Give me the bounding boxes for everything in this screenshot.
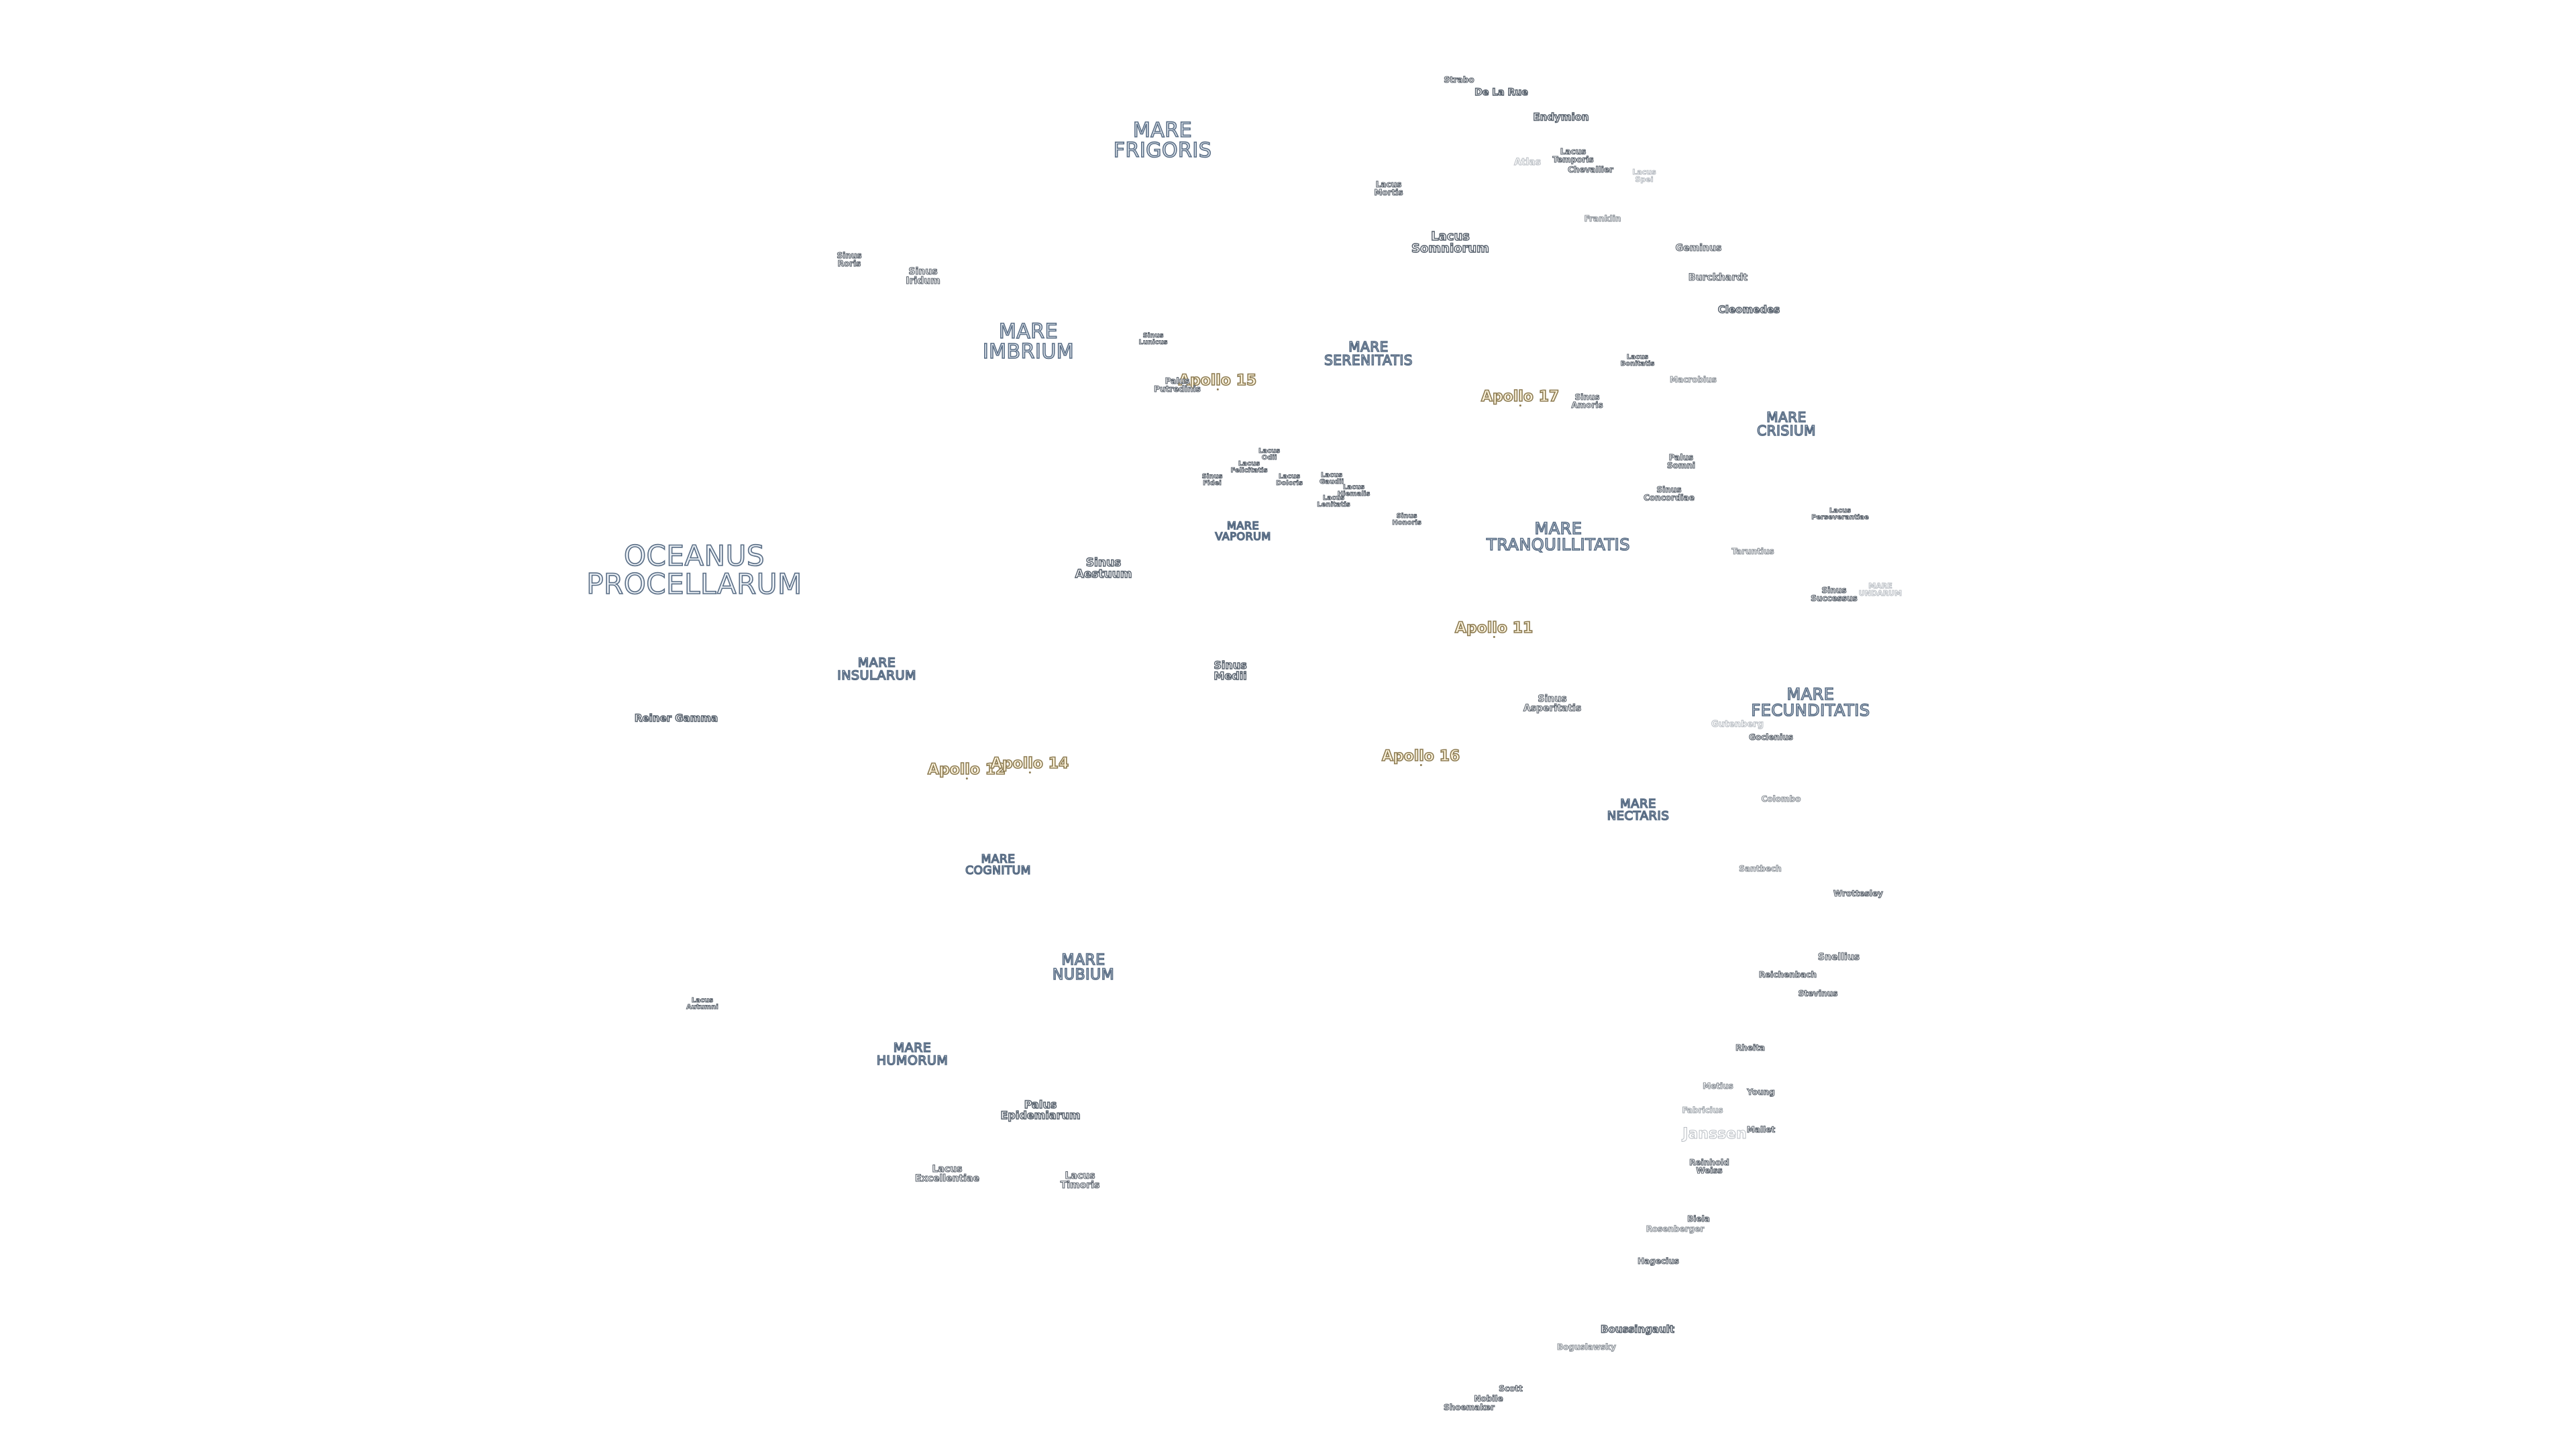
- label-mallet: Mallet: [1746, 1125, 1776, 1134]
- label-wrottesley: Wrottesley: [1833, 889, 1884, 898]
- label-macrobius: Macrobius: [1670, 375, 1717, 384]
- label-lacus-bonitatis: Lacus Bonitatis: [1620, 354, 1655, 368]
- label-sinus-medii: Sinus Medii: [1214, 659, 1248, 682]
- label-santbech: Santbech: [1739, 864, 1782, 873]
- label-reinhold-weiss: Reinhold Weiss: [1689, 1158, 1730, 1175]
- label-sinus-concordiae: Sinus Concordiae: [1644, 485, 1695, 502]
- label-young: Young: [1747, 1087, 1776, 1097]
- label-lacus-excellentiae: Lacus Excellentiae: [915, 1164, 980, 1184]
- label-mare-vaporum: MARE VAPORUM: [1215, 519, 1271, 543]
- label-endymion: Endymion: [1533, 111, 1590, 123]
- label-scott: Scott: [1499, 1384, 1523, 1393]
- label-mare-undarum: MARE UNDARUM: [1858, 582, 1902, 598]
- label-lacus-lenitatis: Lacus Lenitatis: [1317, 494, 1350, 508]
- label-apollo-11: Apollo 11: [1454, 620, 1534, 638]
- label-boguslawsky: Boguslawsky: [1556, 1342, 1616, 1352]
- label-franklin: Franklin: [1584, 214, 1621, 223]
- label-strabo: Strabo: [1444, 75, 1474, 85]
- label-chevallier: Chevallier: [1568, 165, 1614, 174]
- label-reiner-gamma: Reiner Gamma: [634, 712, 718, 724]
- label-lacus-perseverantiae: Lacus Perseverantiae: [1811, 507, 1870, 521]
- label-mare-imbrium: MARE IMBRIUM: [982, 320, 1075, 364]
- label-de-la-rue: De La Rue: [1474, 87, 1529, 98]
- label-fabricius: Fabricius: [1682, 1106, 1723, 1115]
- label-gutenberg: Gutenberg: [1711, 719, 1764, 730]
- label-lacus-doloris: Lacus Doloris: [1276, 473, 1303, 487]
- label-mare-nectaris: MARE NECTARIS: [1607, 797, 1670, 823]
- label-boussingault: Boussingault: [1600, 1323, 1674, 1336]
- label-mare-nubium: MARE NUBIUM: [1052, 952, 1115, 983]
- label-sinus-aestuum: Sinus Aestuum: [1075, 556, 1132, 581]
- label-sinus-successus: Sinus Successus: [1811, 586, 1858, 603]
- label-burckhardt: Burckhardt: [1688, 272, 1748, 283]
- label-mare-crisium: MARE CRISIUM: [1756, 409, 1816, 439]
- label-mare-cognitum: MARE COGNITUM: [965, 853, 1031, 877]
- label-sinus-amoris: Sinus Amoris: [1571, 392, 1603, 410]
- label-lacus-odii: Lacus Odii: [1258, 447, 1281, 462]
- label-shoemaker: Shoemaker: [1444, 1403, 1495, 1412]
- label-janssen: Janssen: [1682, 1126, 1747, 1142]
- label-apollo-14: Apollo 14: [990, 755, 1069, 773]
- label-sinus-fidei: Sinus Fidei: [1201, 473, 1223, 487]
- label-lacus-spei: Lacus Spei: [1632, 168, 1656, 184]
- label-oceanus-procellarum: OCEANUS PROCELLARUM: [586, 539, 802, 600]
- label-stevinus: Stevinus: [1798, 989, 1838, 998]
- label-mare-insularum: MARE INSULARUM: [837, 655, 916, 683]
- label-goclenius: Goclenius: [1749, 733, 1794, 742]
- label-apollo-12: Apollo 12: [927, 761, 1006, 780]
- label-rosenberger: Rosenberger: [1646, 1224, 1705, 1234]
- label-mare-serenitatis: MARE SERENITATIS: [1324, 339, 1413, 368]
- label-sinus-lunicus: Sinus Lunicus: [1138, 332, 1168, 346]
- label-sinus-honoris: Sinus Honoris: [1392, 513, 1422, 527]
- label-lacus-timoris: Lacus Timoris: [1060, 1171, 1100, 1191]
- label-apollo-16: Apollo 16: [1381, 748, 1460, 766]
- label-nobile: Nobile: [1474, 1394, 1503, 1403]
- label-lacus-autumni: Lacus Autumni: [686, 997, 719, 1011]
- label-reichenbach: Reichenbach: [1758, 970, 1817, 979]
- label-lacus-temporis: Lacus Temporis: [1552, 147, 1594, 164]
- label-palus-somni: Palus Somni: [1666, 453, 1696, 470]
- label-metius: Metius: [1703, 1081, 1734, 1091]
- label-biela: Biela: [1687, 1214, 1711, 1224]
- label-hagecius: Hagecius: [1638, 1256, 1680, 1266]
- label-lacus-gaudii: Lacus Gaudii: [1319, 472, 1344, 486]
- label-palus-epidemiarum: Palus Epidemiarum: [1000, 1098, 1081, 1122]
- label-palus-putredinis: Palus Putredinis: [1154, 376, 1201, 394]
- label-colombo: Colombo: [1761, 794, 1801, 804]
- label-sinus-roris: Sinus Roris: [837, 251, 862, 268]
- label-lacus-mortis: Lacus Mortis: [1374, 180, 1403, 197]
- label-mare-humorum: MARE HUMORUM: [876, 1040, 949, 1068]
- label-rheita: Rheita: [1735, 1043, 1766, 1053]
- label-apollo-15: Apollo 15: [1178, 372, 1257, 390]
- label-sinus-asperitatis: Sinus Asperitatis: [1523, 694, 1582, 714]
- label-taruntius: Taruntius: [1731, 547, 1774, 556]
- label-geminus: Geminus: [1675, 243, 1722, 254]
- label-lacus-somniorum: Lacus Somniorum: [1411, 229, 1489, 256]
- label-sinus-iridum: Sinus Iridum: [906, 266, 941, 286]
- label-lacus-felicitatis: Lacus Felicitatis: [1230, 460, 1268, 474]
- label-lacus-hiemalis: Lacus Hiemalis: [1337, 484, 1371, 498]
- label-snellius: Snellius: [1817, 952, 1860, 963]
- label-cleomedes: Cleomedes: [1717, 303, 1780, 316]
- label-mare-frigoris: MARE FRIGORIS: [1113, 119, 1212, 162]
- label-mare-fecunditatis: MARE FECUNDITATIS: [1751, 685, 1870, 720]
- label-apollo-17: Apollo 17: [1481, 388, 1560, 407]
- label-mare-tranquillitatis: MARE TRANQUILLITATIS: [1486, 519, 1630, 554]
- label-atlas: Atlas: [1513, 157, 1542, 168]
